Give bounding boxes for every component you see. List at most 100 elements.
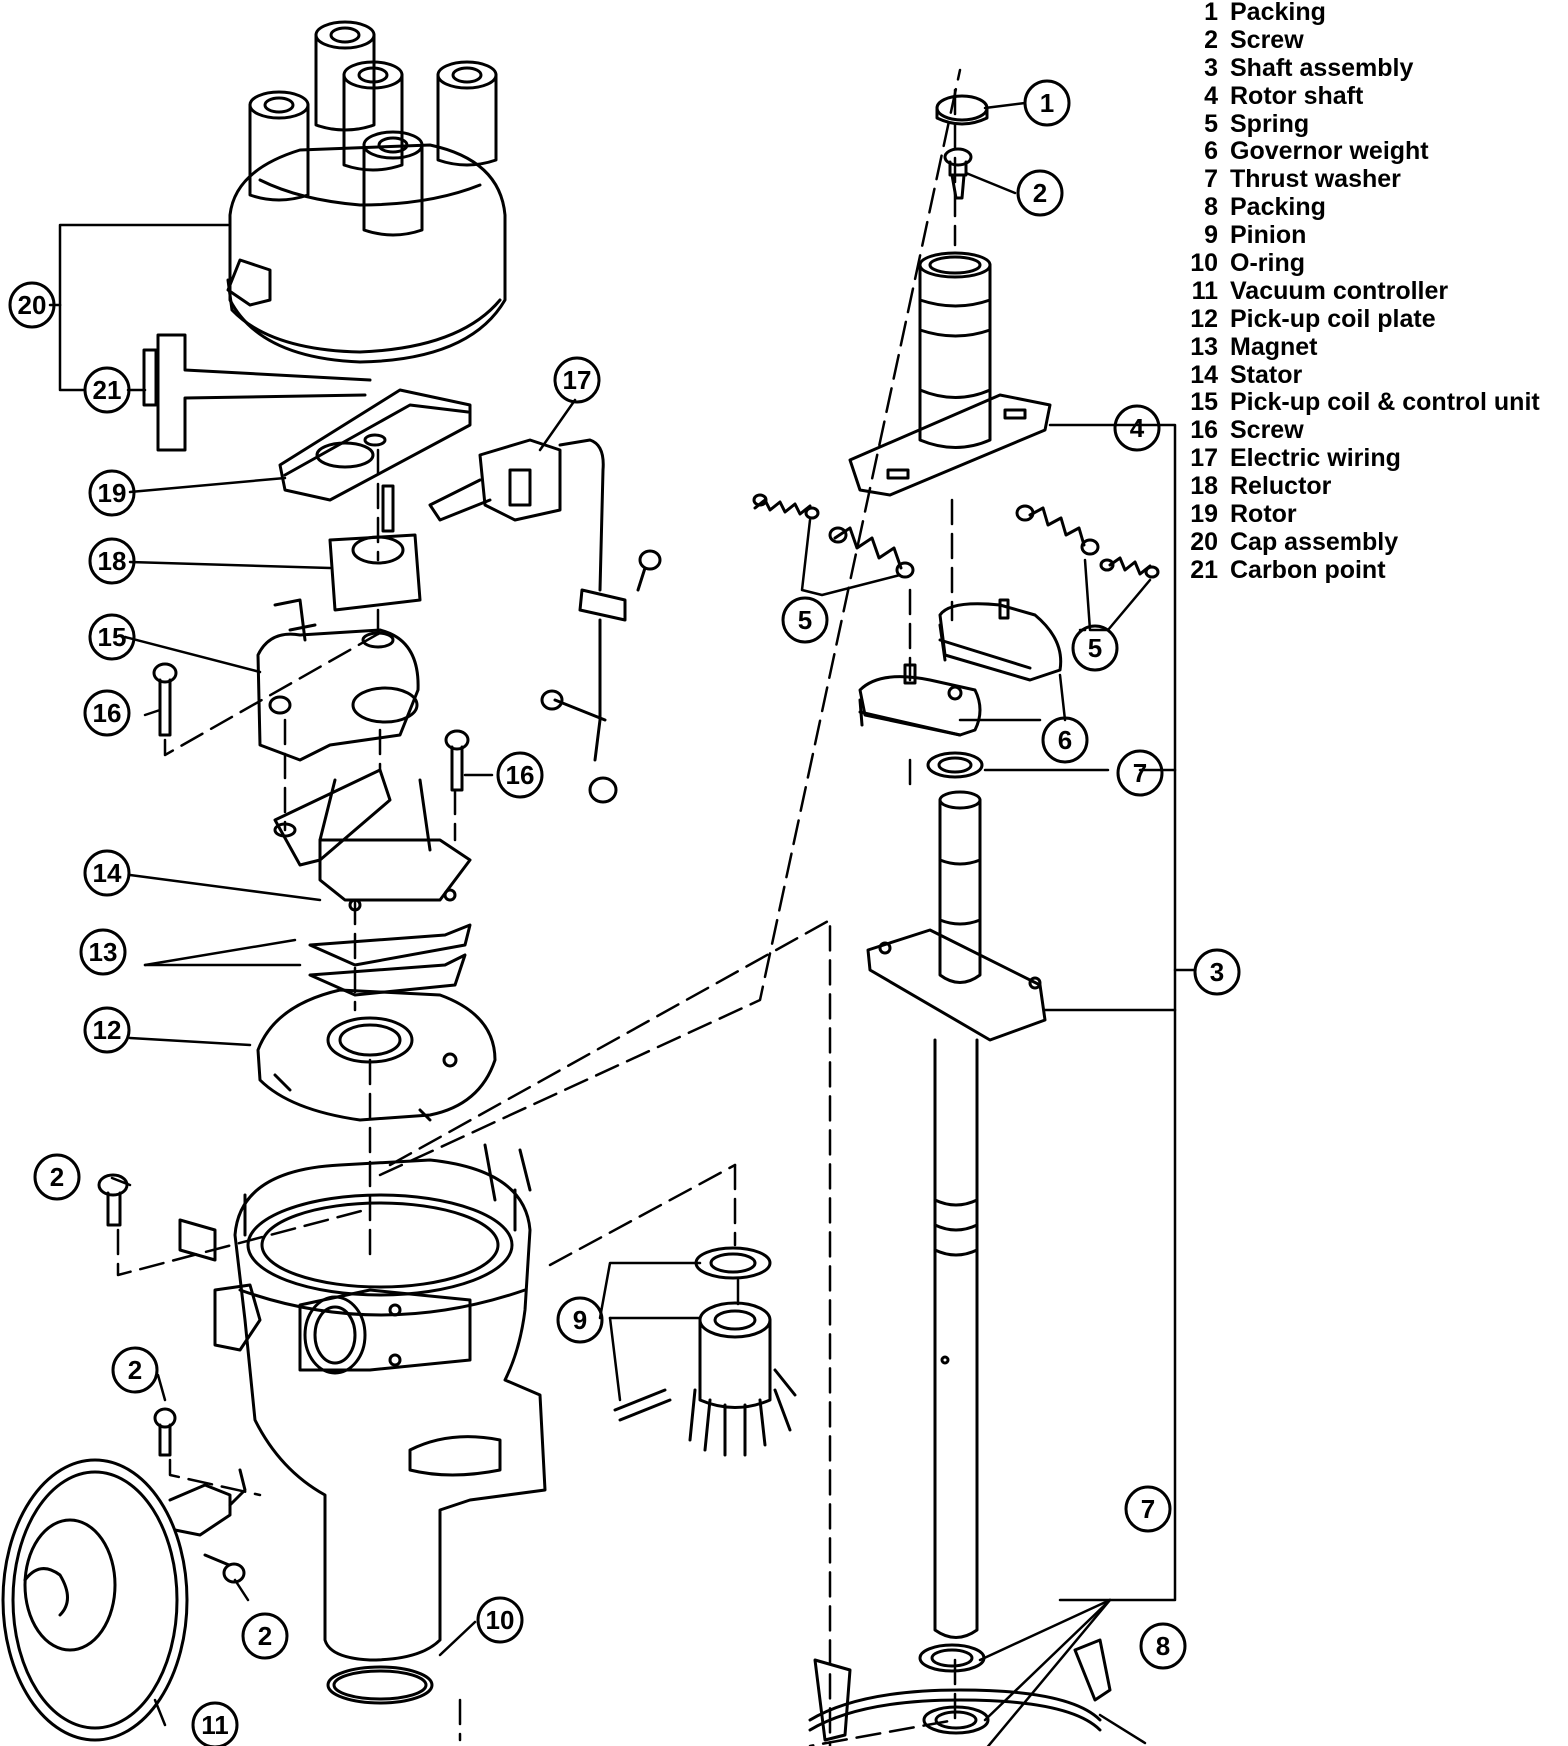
legend-item: 12 Pick-up coil plate bbox=[1182, 304, 1540, 335]
legend-number: 4 bbox=[1204, 81, 1218, 110]
legend-label: Cap assembly bbox=[1230, 527, 1399, 556]
callout-5-left: 5 bbox=[781, 596, 829, 644]
screw-2-lower bbox=[203, 1553, 246, 1584]
electric-wiring bbox=[428, 438, 662, 804]
legend-number: 6 bbox=[1204, 137, 1218, 166]
callout-17: 17 bbox=[553, 356, 601, 404]
callout-20: 20 bbox=[8, 281, 56, 329]
callout-1: 1 bbox=[1023, 79, 1071, 127]
callout-label: 15 bbox=[98, 622, 127, 652]
callout-label: 7 bbox=[1141, 1494, 1155, 1524]
callout-2-controller-lower: 2 bbox=[241, 1612, 289, 1660]
callout-18: 18 bbox=[88, 537, 136, 585]
callout-7-upper: 7 bbox=[1116, 749, 1164, 797]
o-ring bbox=[326, 1665, 434, 1705]
legend-number: 2 bbox=[1204, 25, 1218, 54]
governor-weight-lower bbox=[858, 663, 982, 737]
callout-15: 15 bbox=[88, 613, 136, 661]
callout-label: 21 bbox=[93, 375, 122, 405]
legend-item: 19 Rotor bbox=[1182, 502, 1540, 530]
legend-item: 13 Magnet bbox=[1182, 332, 1540, 363]
callout-label: 16 bbox=[93, 698, 122, 728]
callout-label: 18 bbox=[98, 546, 127, 576]
legend-number: 16 bbox=[1190, 416, 1218, 445]
callout-label: 2 bbox=[258, 1621, 272, 1651]
rotor-shaft bbox=[848, 251, 1052, 497]
callout-16-right: 16 bbox=[496, 751, 544, 799]
callout-label: 20 bbox=[18, 290, 47, 320]
callout-label: 2 bbox=[128, 1355, 142, 1385]
legend-item: 6 Governor weight bbox=[1182, 139, 1540, 167]
legend-number: 12 bbox=[1190, 304, 1218, 333]
callout-14: 14 bbox=[83, 849, 131, 897]
legend-label: Reluctor bbox=[1230, 472, 1332, 501]
legend-number: 18 bbox=[1190, 472, 1218, 501]
callout-11: 11 bbox=[191, 1701, 239, 1746]
legend-number: 11 bbox=[1191, 276, 1218, 305]
callout-label: 12 bbox=[93, 1015, 122, 1045]
legend-item: 20 Cap assembly bbox=[1182, 527, 1540, 558]
legend-label: Rotor bbox=[1230, 500, 1297, 529]
stator bbox=[273, 768, 472, 912]
legend-label: Governor weight bbox=[1230, 137, 1429, 166]
governor-weight-upper bbox=[938, 598, 1063, 682]
spring-right-large bbox=[1015, 504, 1100, 556]
legend-label: Packing bbox=[1230, 193, 1326, 222]
legend-number: 14 bbox=[1190, 360, 1218, 389]
legend-label: Packing bbox=[1230, 0, 1326, 26]
legend-number: 7 bbox=[1204, 165, 1218, 194]
assembly-lines bbox=[116, 68, 962, 1746]
thrust-washer-lower-1 bbox=[918, 1643, 986, 1673]
legend-label: Screw bbox=[1230, 416, 1304, 445]
screw-16-left bbox=[152, 662, 178, 737]
callout-label: 1 bbox=[1040, 88, 1054, 118]
pickup-coil-control-unit bbox=[256, 598, 420, 762]
callout-12: 12 bbox=[83, 1006, 131, 1054]
callout-3: 3 bbox=[1193, 948, 1241, 996]
screw-16-right bbox=[444, 729, 470, 792]
callout-7-lower: 7 bbox=[1124, 1485, 1172, 1533]
callout-2-top: 2 bbox=[1016, 169, 1064, 217]
spring-left-small bbox=[752, 493, 820, 520]
cap-assembly bbox=[226, 20, 507, 364]
callout-label: 2 bbox=[50, 1162, 64, 1192]
legend-number: 19 bbox=[1190, 500, 1218, 529]
callout-label: 10 bbox=[486, 1605, 515, 1635]
callout-label: 17 bbox=[563, 365, 592, 395]
callout-21: 21 bbox=[83, 366, 131, 414]
legend-item: 1 Packing bbox=[1182, 0, 1540, 28]
legend-number: 1 bbox=[1204, 0, 1218, 26]
legend-number: 20 bbox=[1190, 527, 1218, 556]
callout-8: 8 bbox=[1139, 1622, 1187, 1670]
legend-number: 13 bbox=[1190, 332, 1218, 361]
callout-label: 19 bbox=[98, 478, 127, 508]
callout-6: 6 bbox=[1041, 716, 1089, 764]
callout-leaders bbox=[48, 101, 1197, 1746]
legend-label: Magnet bbox=[1230, 332, 1318, 361]
rotor bbox=[278, 388, 472, 502]
callout-label: 16 bbox=[506, 760, 535, 790]
callout-label: 14 bbox=[93, 858, 122, 888]
callout-label: 11 bbox=[201, 1710, 229, 1740]
spring-left-large bbox=[828, 526, 915, 579]
callout-5-right: 5 bbox=[1071, 624, 1119, 672]
legend-item: 8 Packing bbox=[1182, 195, 1540, 223]
legend-number: 8 bbox=[1204, 193, 1218, 222]
callout-16-left: 16 bbox=[83, 689, 131, 737]
legend-number: 21 bbox=[1190, 555, 1218, 584]
callout-label: 3 bbox=[1210, 957, 1224, 987]
legend-label: Pick-up coil plate bbox=[1230, 304, 1436, 333]
vacuum-controller bbox=[1, 1458, 247, 1742]
callout-label: 2 bbox=[1033, 178, 1047, 208]
